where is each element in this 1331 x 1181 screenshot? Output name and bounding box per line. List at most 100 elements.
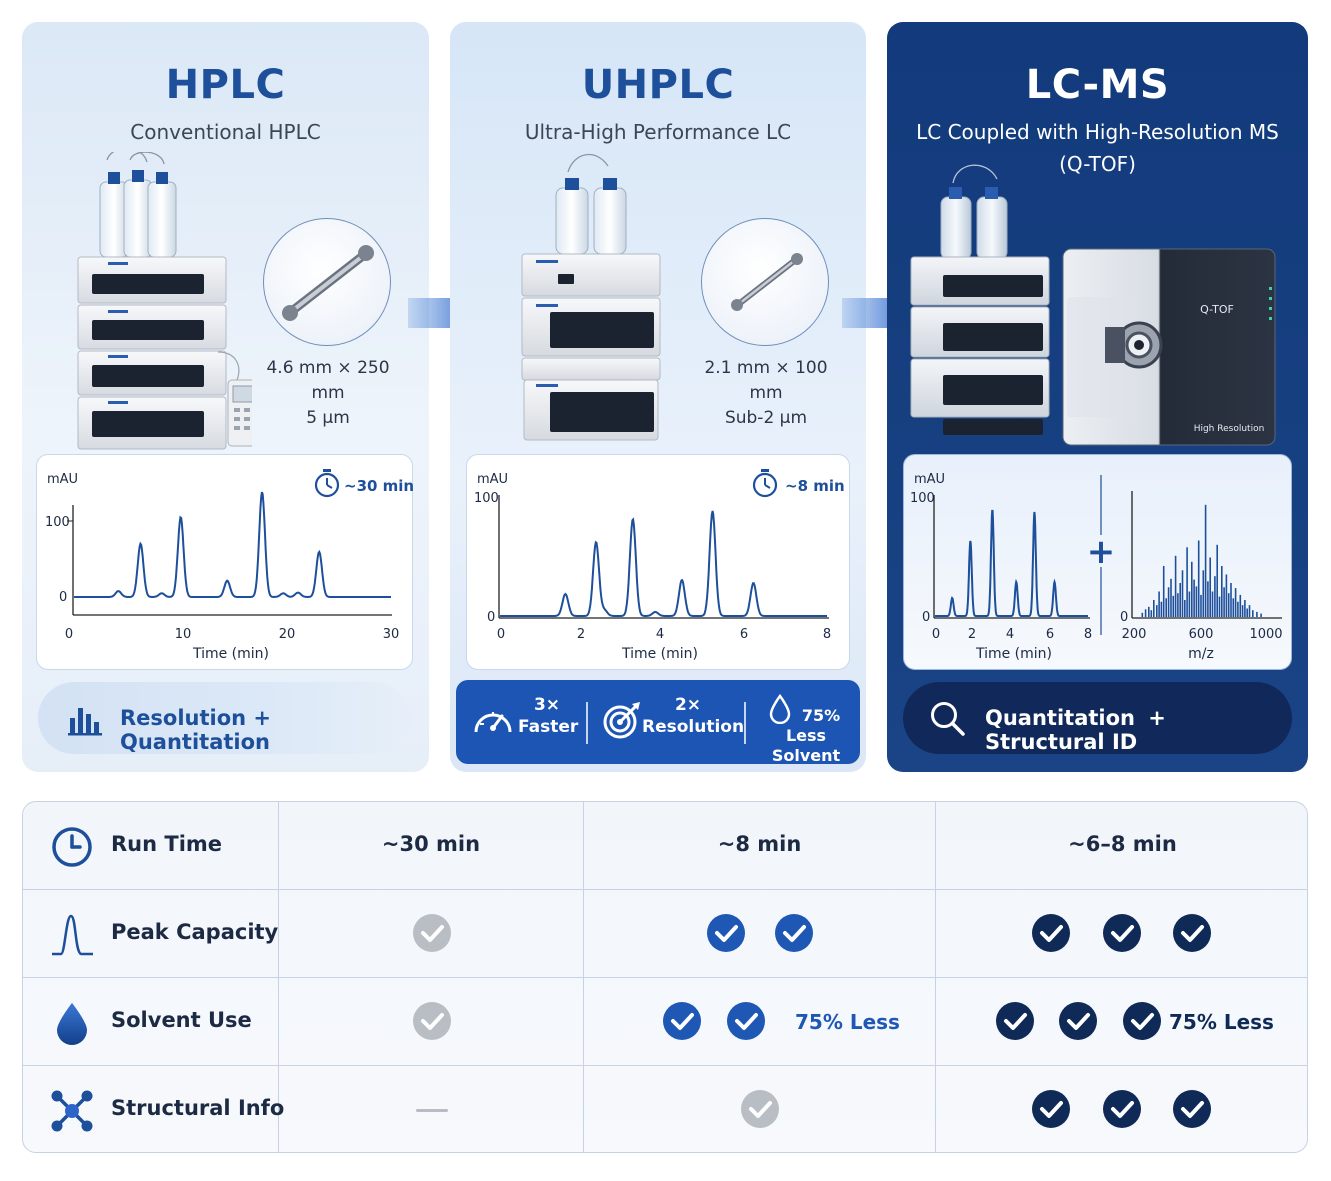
ms-label-top: Q-TOF [1200,303,1234,316]
stopwatch-icon [314,469,340,498]
y-tick-0: 0 [59,590,67,605]
uhplc-run-time: ~8 min [717,832,802,856]
peak-icon [52,914,93,956]
row-label: Structural Info [111,1096,285,1120]
table-row: Peak Capacity [23,890,1307,978]
lcms-instrument-image: Q-TOF High Resolution [910,164,1276,446]
clock-icon [52,827,92,867]
check-icon [996,1002,1034,1040]
run-time-label: ~30 min [344,477,414,495]
table-row: Solvent Use 75% Less 75% Less [23,978,1307,1066]
ms-x-tick-1000: 1000 [1249,627,1282,642]
x-tick-6: 6 [1046,627,1054,642]
check-icon [1059,1002,1097,1040]
bar-chart-icon [68,708,102,736]
hplc-instrument-image [77,152,252,450]
column-spec: 2.1 mm × 100 mm Sub-2 µm [686,356,846,431]
speedometer-icon [474,712,512,733]
solvent-stat: 75% Less Solvent [752,706,860,766]
check-icon [1173,1090,1211,1128]
not-applicable-dash [416,1109,448,1112]
uhplc-panel: UHPLC Ultra-High Performance LC 2.1 mm × [450,22,866,772]
resolution-value: 2× [674,695,702,715]
plus-sign: + [1087,532,1116,572]
chromatogram-trace [500,510,827,617]
check-icon [1173,914,1211,952]
ms-y-tick-0: 0 [1120,610,1128,625]
x-tick-0: 0 [497,627,505,642]
x-tick-4: 4 [1006,627,1014,642]
subtitle-line2: (Q-TOF) [1059,152,1136,176]
x-tick-6: 6 [740,627,748,642]
x-tick-4: 4 [656,627,664,642]
check-icon [663,1002,701,1040]
droplet-icon [769,694,791,724]
mass-spectrum [1141,504,1262,617]
panel-title: HPLC [165,62,286,108]
column-particle-size: 5 µm [306,408,350,428]
hplc-run-time: ~30 min [381,832,481,856]
table-row: Run Time ~30 min ~8 min ~6–8 min [23,802,1307,890]
panel-subtitle: LC Coupled with High-Resolution MS (Q-TO… [887,116,1308,180]
y-tick-0: 0 [922,610,930,625]
subtitle-line1: LC Coupled with High-Resolution MS [916,120,1279,144]
hplc-footer: Resolution + Quantitation [38,682,410,754]
solvent-value: 75% [801,706,841,725]
comparison-table: Run Time ~30 min ~8 min ~6–8 min Peak Ca… [22,801,1308,1153]
x-tick-10: 10 [175,627,192,642]
chromatogram-trace [935,509,1088,617]
check-icon [727,1002,765,1040]
footer-left: Quantitation [985,706,1135,730]
row-label: Peak Capacity [111,920,279,944]
x-tick-8: 8 [1084,627,1092,642]
uhplc-column-image [701,218,829,346]
column-dimensions: 2.1 mm × 100 mm [704,358,828,403]
check-icon [741,1090,779,1128]
x-tick-0: 0 [932,627,940,642]
panel-title: UHPLC [581,62,735,108]
search-icon [931,702,965,736]
x-tick-2: 2 [577,627,585,642]
lcms-solvent-note: 75% Less [1169,1010,1274,1034]
check-icon [1123,1002,1161,1040]
y-tick-100: 100 [45,515,70,530]
x-axis-label: Time (min) [621,646,698,662]
y-axis-label: mAU [47,472,78,487]
y-axis-label: mAU [477,472,508,487]
target-icon [603,702,640,739]
hplc-chromatogram: mAU 100 0 0 10 20 30 Time (min) ~30 min [36,454,414,670]
check-icon [413,1002,451,1040]
ms-label-bottom: High Resolution [1194,424,1265,434]
column-dimensions: 4.6 mm × 250 mm [266,358,390,403]
resolution-label: Resolution [642,717,745,737]
x-axis-label: Time (min) [975,646,1052,662]
lcms-run-time: ~6–8 min [1068,832,1177,856]
y-tick-100: 100 [474,491,499,506]
panel-subtitle: Conventional HPLC [130,120,321,144]
x-axis-label: Time (min) [192,646,269,662]
uhplc-footer: 3× Faster 2× Resolution 75% Less Solvent [456,680,860,766]
hplc-column-image [263,218,391,346]
footer-label: Quantitation + Structural ID [985,706,1292,754]
solvent-label: Less Solvent [771,726,841,765]
x-tick-30: 30 [383,627,400,642]
divider [744,702,746,744]
x-tick-2: 2 [968,627,976,642]
x-tick-8: 8 [823,627,831,642]
table-row: Structural Info [23,1066,1307,1152]
faster-stat: 3× Faster [518,694,579,738]
footer-label: Resolution + Quantitation [120,706,272,754]
check-icon [707,914,745,952]
faster-label: Faster [518,717,579,737]
hplc-panel: HPLC Conventional HPLC [22,22,429,772]
resolution-stat: 2× Resolution [642,694,745,738]
y-tick-0: 0 [487,610,495,625]
ms-x-tick-600: 600 [1189,627,1214,642]
faster-value: 3× [533,695,561,715]
x-tick-0: 0 [65,627,73,642]
column-spec: 4.6 mm × 250 mm 5 µm [248,356,408,431]
y-axis-label: mAU [914,472,945,487]
footer-plus: + [1148,706,1166,730]
row-label: Run Time [111,832,223,856]
y-tick-100: 100 [910,491,935,506]
